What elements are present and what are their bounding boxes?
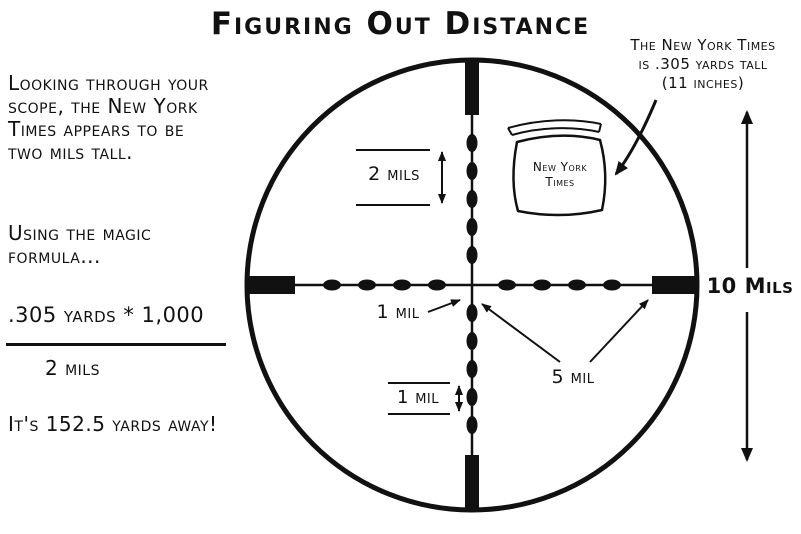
one-mil-pointer-label: 1 mil	[376, 301, 420, 323]
mil-dot	[428, 279, 446, 291]
mil-dot	[358, 279, 376, 291]
mil-dot	[466, 218, 478, 236]
reticle-post-right	[652, 276, 698, 294]
mil-dot	[466, 360, 478, 378]
reticle-post-left	[248, 276, 295, 294]
two-mils-label: 2 mils	[368, 163, 420, 185]
newspaper-outline	[512, 134, 607, 217]
newspaper-label: New York Times	[532, 160, 588, 189]
fraction-bar	[6, 343, 226, 346]
mil-dot	[498, 279, 516, 291]
page-title: Figuring Out Distance	[210, 6, 591, 42]
five-mil-arrow-right	[589, 299, 649, 363]
five-mil-label: 5 mil	[551, 366, 595, 388]
mil-dot	[323, 279, 341, 291]
result-text: It's 152.5 yards away!	[8, 412, 218, 436]
intro-text: Looking through your scope, the New York…	[8, 71, 209, 164]
mil-dot	[466, 162, 478, 180]
nyt-note-arrow	[614, 99, 658, 176]
formula-intro-text: Using the magic formula...	[8, 221, 152, 268]
mil-dots-horizontal	[323, 279, 621, 291]
newspaper-pages-edge	[507, 123, 602, 136]
formula-numerator: .305 yards * 1,000	[8, 303, 205, 327]
nyt-note-text: The New York Times is .305 yards tall (1…	[630, 36, 776, 92]
mil-dot	[466, 304, 478, 322]
mil-dot	[393, 279, 411, 291]
mil-dot	[466, 332, 478, 350]
mil-dot	[466, 388, 478, 406]
one-mil-pointer-arrow	[427, 299, 461, 313]
mil-dot	[568, 279, 586, 291]
five-mil-arrow-left	[481, 303, 561, 363]
ten-mils-label: 10 Mils	[702, 274, 798, 298]
mil-dot	[533, 279, 551, 291]
mil-dot	[466, 134, 478, 152]
newspaper-pages-line	[511, 127, 600, 136]
mil-dot	[466, 416, 478, 434]
reticle-post-top	[465, 61, 479, 115]
one-mil-span-label: 1 mil	[397, 387, 439, 408]
mil-dot	[466, 190, 478, 208]
mil-dot	[466, 246, 478, 264]
mil-dot	[603, 279, 621, 291]
mil-dots-vertical	[466, 134, 478, 434]
reticle-post-bottom	[465, 455, 479, 509]
formula-denominator: 2 mils	[45, 356, 100, 380]
newspaper-pages-line	[507, 119, 602, 129]
